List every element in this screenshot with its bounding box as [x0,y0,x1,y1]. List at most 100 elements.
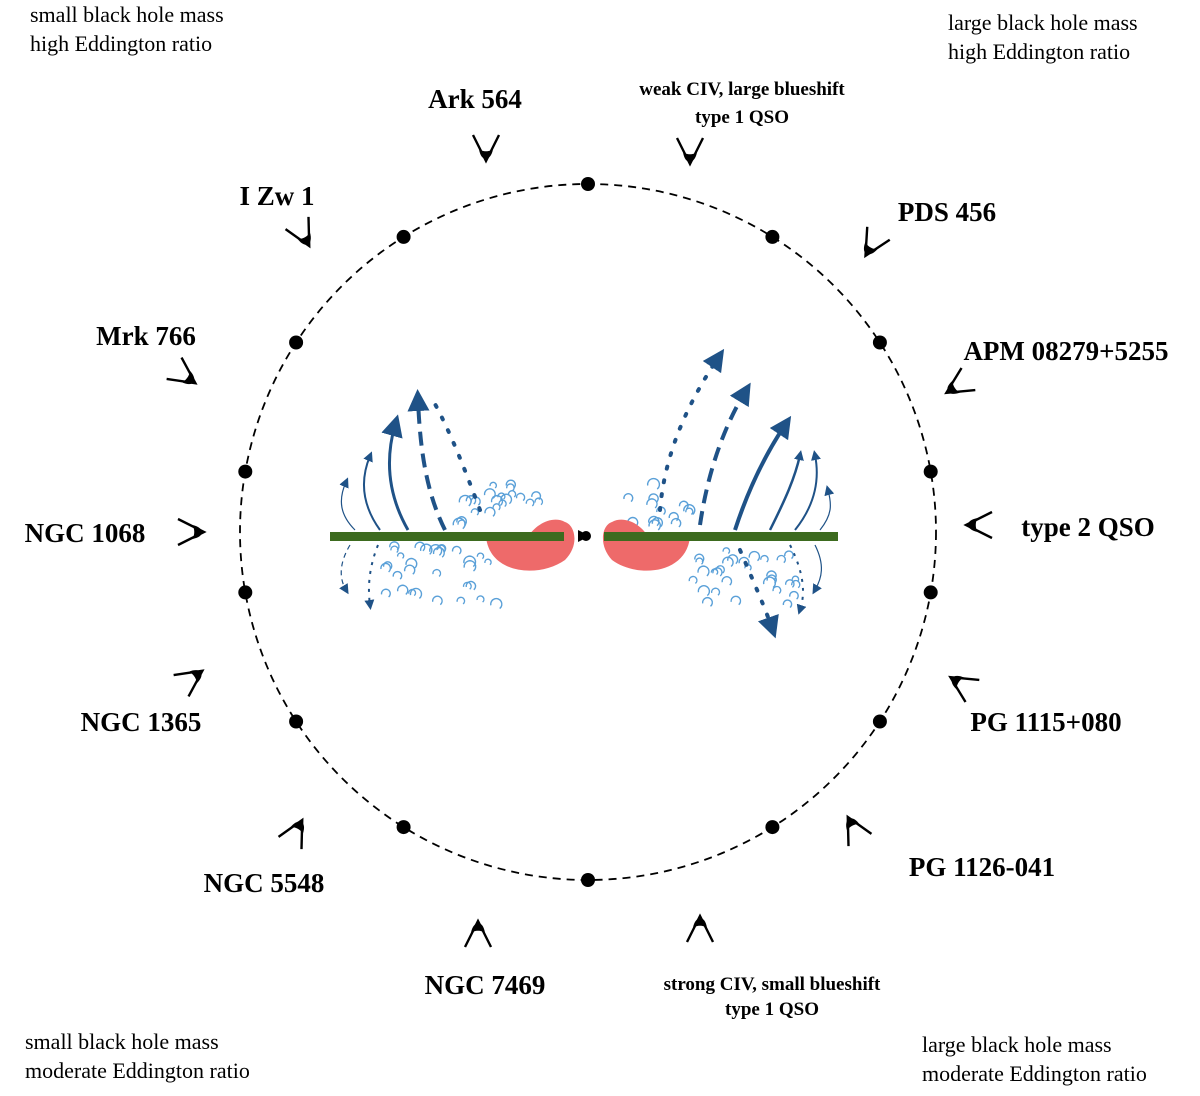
cloud-swirl [656,506,666,516]
cloud-swirl [515,492,526,502]
cloud-swirl [685,507,694,515]
cloud-swirl [405,557,418,569]
ring-dot [765,820,780,835]
cloud-swirl [476,552,485,560]
cloud-swirl [710,587,721,596]
outflow-left-5 [428,393,482,512]
svg-text:high Eddington ratio: high Eddington ratio [948,39,1130,64]
eye-icon [173,669,205,697]
cloud-swirl [382,561,393,570]
label-ngc1068: NGC 1068 [25,518,146,548]
outflow-left-4 [407,389,447,531]
cloud-swirl [484,506,496,517]
cloud-swirl [784,550,794,560]
cloud-swirl [697,565,710,577]
cloud-swirl [525,498,535,507]
ring-dot [396,229,411,244]
cloud-swirl [390,545,399,554]
eye-icon [948,675,980,703]
cloud-swirl [463,560,477,572]
eye-icon [471,134,501,164]
outflow-right-6 [658,348,725,512]
agn-center [330,348,838,639]
cloud-swirl [670,517,682,528]
outflow-left-3 [381,414,410,531]
cloud-swirl [646,498,658,509]
torus-right [602,519,690,571]
ring-dot [872,335,887,350]
ring-dot [765,229,780,244]
cloud-swirl [647,515,660,527]
outflow-left-7 [364,544,379,610]
cloud-swirl [490,494,504,507]
cloud-swirl [730,595,742,606]
cloud-swirl [492,503,501,511]
outflow-right-1 [819,485,835,531]
cloud-swirl [762,576,777,589]
outflow-left-6 [339,544,351,595]
cloud-swirl [646,477,661,490]
cloud-swirl [498,499,507,508]
cloud-swirl [727,554,739,565]
accretion-disk-right [604,532,838,541]
cloud-swirl [688,575,698,584]
ring-dot [872,714,887,729]
label-ark564: Ark 564 [428,84,522,114]
object-labels: Ark 564 I Zw 1 Mrk 766 NGC 1068 NGC 1365… [25,84,1169,1000]
ring-dots [238,177,938,887]
eye-icon [284,216,311,249]
label-apm08279: APM 08279+5255 [963,336,1168,366]
ring-dot [289,714,304,729]
cloud-swirl [505,479,516,489]
cloud-swirl [782,599,793,609]
cloud-swirl [490,597,503,610]
corner-label-top-left: small black hole mass high Eddington rat… [30,2,224,56]
cloud-swirl [678,500,689,510]
cloud-swirl [414,541,426,552]
svg-text:type 1 QSO: type 1 QSO [695,107,789,128]
svg-text:small black hole mass: small black hole mass [25,1029,219,1054]
label-ngc5548: NGC 5548 [204,868,325,898]
cloud-swirl [403,564,416,575]
outflow-right-2 [794,450,821,531]
ring-dot [923,585,938,600]
eye-icon [944,367,976,395]
outflow-left-1 [339,477,356,531]
cloud-swirl [457,519,467,528]
eye-icon [177,517,207,547]
cloud-swirl [507,490,517,498]
cloud-swirl [722,556,734,568]
svg-text:type 1 QSO: type 1 QSO [725,999,819,1020]
svg-text:strong CIV, small blueshift: strong CIV, small blueshift [664,974,881,995]
cloud-swirl [722,547,731,555]
cloud-swirl [470,508,480,516]
accretion-disk-left [330,532,564,541]
ring-dot [238,585,253,600]
ring-dot [581,873,595,887]
label-ngc7469: NGC 7469 [425,970,546,1000]
outflow-right-3 [768,450,804,531]
cloud-swirl [429,544,443,556]
eye-icon [277,817,305,850]
label-type2qso: type 2 QSO [1021,512,1155,542]
outflow-right-5 [698,382,751,526]
cloud-swirl [697,585,711,597]
ring-dot [581,177,595,191]
svg-text:weak CIV, large blueshift: weak CIV, large blueshift [639,79,845,100]
cloud-swirl [668,512,679,522]
svg-text:large black hole mass: large black hole mass [922,1032,1112,1057]
cloud-swirl [419,543,433,555]
cloud-swirl [791,579,801,589]
cloud-swirl [458,494,472,507]
cloud-swirl [506,483,515,492]
outflow-left-2 [363,451,381,531]
cloud-swirl [380,562,392,573]
cloud-swirl [766,574,777,584]
cloud-swirl [456,596,466,605]
cloud-swirl [396,584,409,595]
cloud-swirl [712,567,723,577]
cloud-swirl [738,556,750,567]
eye-icon [463,918,493,948]
cloud-swirl [476,595,485,603]
